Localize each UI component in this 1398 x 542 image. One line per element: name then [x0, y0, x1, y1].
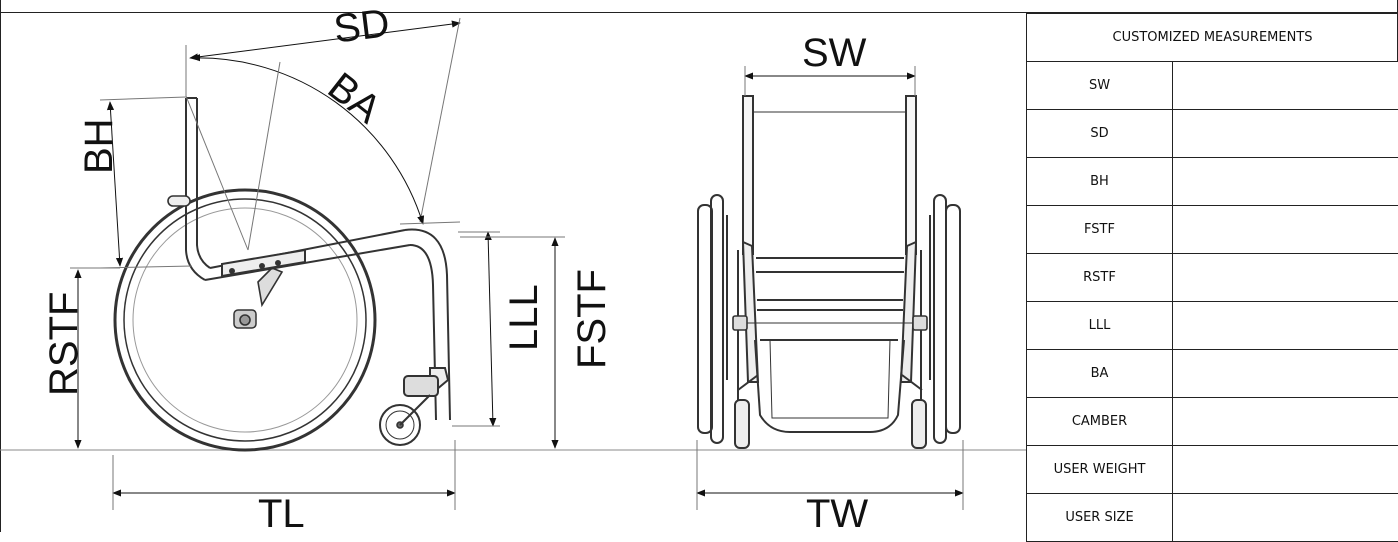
customized-measurements-table: CUSTOMIZED MEASUREMENTS SW SD BH FSTF RS… — [1026, 13, 1398, 542]
seat-rail — [205, 230, 410, 280]
row-label: USER SIZE — [1027, 494, 1173, 542]
value-field-sd[interactable] — [1173, 110, 1398, 158]
label-sw: SW — [802, 31, 867, 75]
table-row: USER SIZE — [1027, 494, 1398, 542]
value-field-user-weight[interactable] — [1173, 446, 1398, 494]
value-field-ba[interactable] — [1173, 350, 1398, 398]
table-row: USER WEIGHT — [1027, 446, 1398, 494]
table-row: BH — [1027, 158, 1398, 206]
front-view-seat — [743, 242, 916, 432]
side-dimensions — [70, 18, 565, 510]
front-view-right-wheel — [934, 195, 960, 443]
row-label: BH — [1027, 158, 1173, 206]
label-ba: BA — [320, 64, 389, 132]
value-field-user-size[interactable] — [1173, 494, 1398, 542]
table-header-row: CUSTOMIZED MEASUREMENTS — [1027, 14, 1398, 62]
table-row: RSTF — [1027, 254, 1398, 302]
value-field-fstf[interactable] — [1173, 206, 1398, 254]
row-label: USER WEIGHT — [1027, 446, 1173, 494]
row-label: RSTF — [1027, 254, 1173, 302]
table-row: CAMBER — [1027, 398, 1398, 446]
value-field-bh[interactable] — [1173, 158, 1398, 206]
front-view-axles — [733, 316, 927, 330]
row-label: BA — [1027, 350, 1173, 398]
label-tl: TL — [258, 492, 305, 532]
row-label: FSTF — [1027, 206, 1173, 254]
label-bh: BH — [77, 118, 121, 174]
side-view — [115, 98, 450, 450]
front-view-left-wheel — [698, 195, 723, 443]
row-label: SD — [1027, 110, 1173, 158]
front-view — [698, 96, 960, 448]
value-field-sw[interactable] — [1173, 62, 1398, 110]
front-frame — [404, 230, 450, 420]
table-row: FSTF — [1027, 206, 1398, 254]
value-field-rstf[interactable] — [1173, 254, 1398, 302]
label-fstf: FSTF — [570, 269, 614, 369]
table-row: SD — [1027, 110, 1398, 158]
label-rstf: RSTF — [42, 292, 86, 396]
table-row: BA — [1027, 350, 1398, 398]
wheelchair-diagram: SD BA BH RSTF LLL FSTF TL — [0, 0, 1026, 532]
handle-stub — [168, 196, 190, 206]
label-sd: SD — [331, 1, 392, 51]
label-tw: TW — [806, 492, 868, 532]
table-row: SW — [1027, 62, 1398, 110]
row-label: CAMBER — [1027, 398, 1173, 446]
label-lll: LLL — [502, 284, 546, 351]
front-view-backrest — [743, 96, 916, 254]
table-header: CUSTOMIZED MEASUREMENTS — [1027, 14, 1398, 62]
axle-clamp — [234, 268, 282, 328]
value-field-camber[interactable] — [1173, 398, 1398, 446]
row-label: LLL — [1027, 302, 1173, 350]
row-label: SW — [1027, 62, 1173, 110]
table-row: LLL — [1027, 302, 1398, 350]
caster-wheel — [380, 395, 430, 445]
value-field-lll[interactable] — [1173, 302, 1398, 350]
